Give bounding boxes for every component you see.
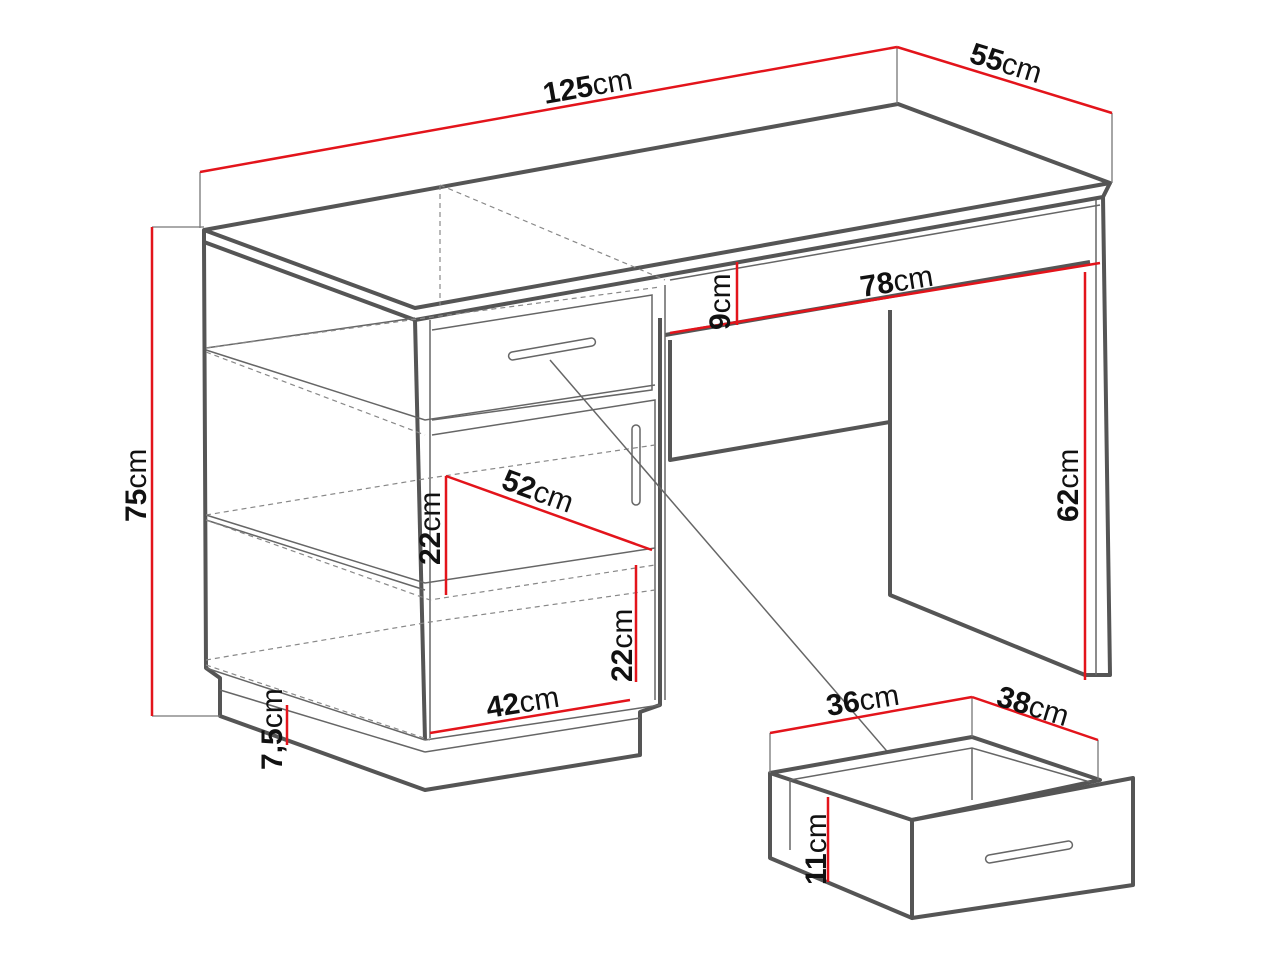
drawer-drawing xyxy=(768,735,1135,920)
label-knee-width: 78cm xyxy=(858,260,936,304)
label-depth: 55cm xyxy=(966,37,1046,90)
extension-lines xyxy=(152,47,1113,780)
label-lower-shelf: 22cm xyxy=(606,609,639,682)
drawer-handle xyxy=(507,337,597,361)
dim-line-shelf-depth xyxy=(445,474,653,552)
dim-line-drawer-depth xyxy=(971,695,1099,742)
left-pedestal xyxy=(202,241,662,792)
door-handle xyxy=(631,424,641,506)
label-plinth: 7,5cm xyxy=(256,688,289,770)
dim-line-knee-width xyxy=(669,261,1101,335)
label-height: 75cm xyxy=(120,449,153,522)
label-shelf-width: 42cm xyxy=(484,681,562,725)
dim-line-shelf-width xyxy=(429,698,631,735)
dim-line-depth xyxy=(896,45,1113,115)
dimension-lines xyxy=(150,45,1113,882)
label-drawer-width: 36cm xyxy=(824,679,902,723)
label-knee-height: 62cm xyxy=(1052,449,1085,522)
label-drawer-depth: 38cm xyxy=(993,680,1073,733)
drawer-front xyxy=(910,776,1135,920)
label-shelf-depth: 52cm xyxy=(498,464,578,520)
label-upper-shelf: 22cm xyxy=(414,492,447,565)
label-drawer-height: 11cm xyxy=(800,813,833,885)
label-top-shelf: 9cm xyxy=(704,273,737,330)
dim-line-drawer-width xyxy=(769,695,973,735)
desk-drawing xyxy=(202,102,1112,866)
drawer-front-handle xyxy=(984,840,1074,864)
dim-line-width xyxy=(199,45,898,174)
